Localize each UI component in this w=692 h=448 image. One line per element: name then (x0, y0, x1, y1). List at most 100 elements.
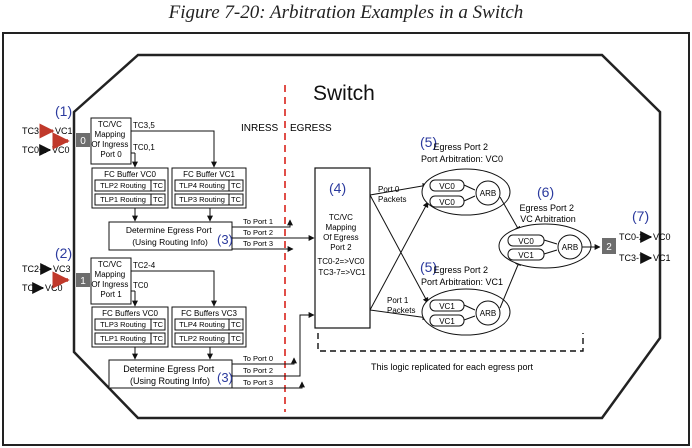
port2-vc-bottom: VC1 (653, 253, 671, 263)
replicated-note: This logic replicated for each egress po… (371, 362, 534, 372)
port2-vc-top: VC0 (653, 232, 671, 242)
ingress1-to-port-2: To Port 2 (243, 366, 273, 375)
port-arb-vc1-queue-2-label: VC1 (439, 317, 455, 326)
vc-arb-queue-vc0-label: VC0 (518, 237, 534, 246)
ingress0-buffer-vc1-row-2-tc (228, 193, 244, 206)
ingress1-buffer-vc0-row-1-label: TLP3 Routing (100, 320, 146, 329)
vc-arb-queue-vc1 (507, 248, 545, 261)
vc-arb-queue-vc0-link (543, 239, 558, 245)
ingress0-buffer-vc0-title: FC Buffer VC0 (104, 170, 156, 179)
port-arb-vc1-queue-1-label: VC1 (439, 302, 455, 311)
egress-path-p1-vc1 (369, 309, 429, 321)
ingress0-mapping-text: TC/VC Mapping Of Ingress Port 0 (91, 120, 130, 159)
ingress0-link-vc1 (131, 130, 217, 168)
ingress1-to-port-0: To Port 0 (243, 354, 273, 363)
callout-1: (1) (55, 103, 72, 119)
port-arb-vc1-label: Egress Port 2 Port Arbitration: VC1 (421, 265, 503, 287)
ingress0-buffer-vc0-row-2-tc (150, 193, 166, 206)
port-arb-vc1-arb-label: ARB (480, 309, 496, 318)
switch-outline (72, 53, 662, 420)
ingress1-buffer-vc0-row-2-tc-label: TC (153, 334, 164, 343)
port-arb-vc0-arb (475, 180, 501, 206)
port-arb-vc0-label: Egress Port 2 Port Arbitration: VC0 (421, 142, 503, 164)
port-arb-vc0-queue-1-link (463, 184, 476, 191)
ingress0-buffer-vc1-row-1-tc (228, 179, 244, 192)
ingress1-buffer-vc3-row-2-tc (228, 332, 244, 345)
ingress0-path-port-1 (232, 219, 293, 228)
callout-4-overlay: (4) (329, 180, 346, 196)
ingress0-buffer-vc0-row-2-tc-label: TC (153, 195, 164, 204)
ingress1-buffer-vc3-row-1-tc-label: TC (231, 320, 242, 329)
ingress0-buffer-vc0-row-2-label: TLP1 Routing (100, 195, 146, 204)
vc-arb-queue-vc1-link (543, 249, 558, 255)
ingress0-tc-lower: TC0,1 (133, 143, 155, 152)
vc-arb-label: Egress Port 2 VC Arbitration (519, 203, 576, 224)
port-arb-vc1-queue-1-link (463, 304, 476, 311)
egress-port-2-box (602, 238, 616, 254)
egress-mapping-box (314, 167, 371, 329)
port-arb-vc0-queue-2-link (463, 195, 476, 202)
ingress-port-1-number: 1 (80, 276, 86, 287)
ingress1-buffer-vc0-row-1-tc-label: TC (153, 320, 164, 329)
ingress1-buffer-vc3-row-1-label: TLP4 Routing (179, 320, 225, 329)
ingress1-path-port-3 (232, 381, 305, 389)
ingress1-buffer-vc3-row-1-tc (228, 318, 244, 331)
egress-label: EGRESS (290, 123, 332, 134)
ingress0-determine-egress-text: Determine Egress Port (Using Routing Inf… (126, 225, 214, 247)
port-arb-vc0-arb-label: ARB (480, 189, 496, 198)
egress-port-2-number: 2 (606, 242, 612, 253)
ingress0-buffer-vc1-row-1-tc-label: TC (231, 181, 242, 190)
replicated-bracket (317, 333, 584, 352)
ingress-port-0-number: 0 (80, 136, 86, 147)
egress-path-p0-vc1 (369, 194, 429, 304)
ingress1-buffer-vc3-row-2-tc-label: TC (231, 334, 242, 343)
ingress1-tc-upper: TC2-4 (133, 261, 156, 270)
callout-6: (6) (537, 184, 554, 200)
vc1-to-vc-arb (499, 259, 521, 309)
egress-mapping-text: TC/VC Mapping Of Egress Port 2 TC0-2=>VC… (317, 213, 366, 277)
ingress-label: INRESS (241, 123, 279, 134)
ingress0-tc-upper: TC3,5 (133, 121, 155, 130)
callout-3b: (3) (217, 370, 233, 385)
ingress0-buffer-vc1-row-1-label: TLP4 Routing (179, 181, 225, 190)
port2-tc-top: TC0-2 (619, 232, 644, 242)
ingress1-path-port-2 (232, 312, 315, 377)
ingress1-buffer-vc0-title: FC Buffers VC0 (102, 309, 158, 318)
switch-title: Switch (313, 82, 375, 105)
port2-tc-bottom: TC3-7 (619, 253, 644, 263)
port0-tc-bottom: TC0,1 (22, 145, 47, 155)
ingress0-buffer-vc0-row-1-label: TLP2 Routing (100, 181, 146, 190)
vc-arb-queue-vc1-label: VC1 (518, 251, 534, 260)
ingress0-determine-egress-box (108, 221, 233, 251)
port-arb-vc0-queue-2 (429, 195, 465, 208)
port1-vc-top: VC3 (53, 264, 71, 274)
callout-7: (7) (632, 208, 649, 224)
vc0-to-vc-arb (499, 196, 521, 233)
ingress0-buffer-vc0-row-1-tc-label: TC (153, 181, 164, 190)
ingress1-buffer-vc0-row-2-label: TLP1 Routing (100, 334, 146, 343)
ingress1-link-vc3 (131, 270, 217, 307)
port0-vc-bottom: VC0 (52, 145, 70, 155)
port0-vc-top: VC1 (55, 126, 73, 136)
port-arb-vc1-queue-2 (429, 314, 465, 327)
ingress1-tc-lower: TC0 (133, 281, 149, 290)
ingress1-buffer-vc3-row-2-label: TLP2 Routing (179, 334, 225, 343)
callout-2: (2) (55, 245, 72, 261)
port0-packets-label: Port 0 Packets (378, 185, 406, 204)
port-arb-vc0-queue-2-label: VC0 (439, 198, 455, 207)
ingress0-buffer-vc1-row-2-label: TLP3 Routing (179, 195, 225, 204)
ingress0-buffer-vc1-row-2-tc-label: TC (231, 195, 242, 204)
port1-packets-label: Port 1 Packets (387, 296, 415, 315)
ingress1-path-port-0 (232, 357, 297, 365)
ingress0-to-port-3: To Port 3 (243, 239, 273, 248)
egress-path-p1-vc0 (369, 201, 429, 311)
port1-tc-bottom: TC0 (22, 283, 39, 293)
port-arb-vc1-arb (475, 300, 501, 326)
callout-3a: (3) (217, 232, 233, 247)
port1-vc-bottom: VC0 (45, 283, 63, 293)
figure-caption: Figure 7-20: Arbitration Examples in a S… (168, 2, 524, 23)
port-arb-vc1-queue-2-link (463, 315, 476, 321)
port-arb-vc0-queue-1-label: VC0 (439, 182, 455, 191)
outer-frame (2, 32, 690, 446)
